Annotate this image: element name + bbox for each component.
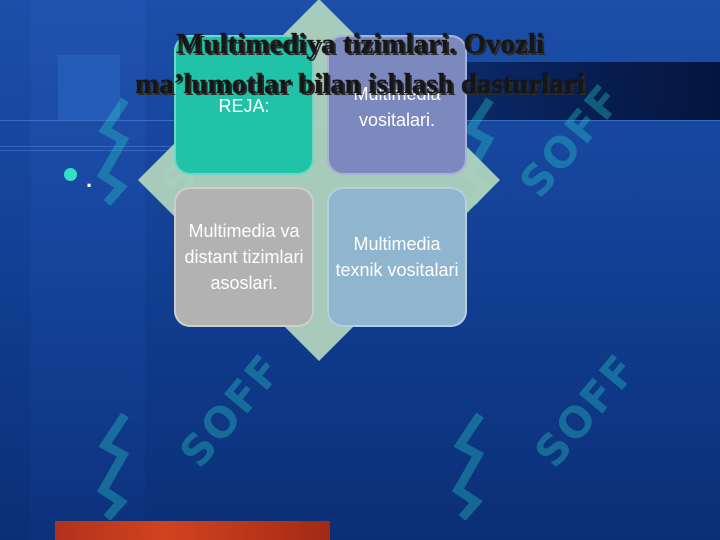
- slide-title-line: ma’lumotlar bilan ishlash dasturlari: [135, 68, 585, 100]
- diagram-box-texnik-vositalari: Multimedia texnik vositalari: [327, 187, 467, 327]
- slide-title: Multimediya tizimlari. Ovozli ma’lumotla…: [60, 24, 660, 104]
- diagram-box-label: Multimedia vositalari.: [353, 84, 441, 130]
- diagram-box-multimedia-vositalari: Multimedia vositalari.: [327, 35, 467, 175]
- bottom-accent-bar: [55, 521, 330, 540]
- bullet-icon: [64, 168, 77, 181]
- diagram-box-label: REJA:: [218, 96, 270, 116]
- background-rule-line: [0, 150, 200, 151]
- watermark-logo-icon: [452, 412, 485, 520]
- bullet-text: .: [86, 167, 93, 192]
- watermark-logo-icon: [97, 412, 130, 520]
- diagram-box-reja: REJA:: [174, 35, 314, 175]
- watermark-text: SOFF: [525, 344, 647, 477]
- diagram-box-label: Multimedia va distant tizimlari asoslari…: [184, 221, 304, 293]
- watermark-text: SOFF: [170, 344, 292, 477]
- background-accent-square: [58, 55, 120, 120]
- background-rule-line: [0, 146, 200, 147]
- background-dark-bar: [440, 62, 720, 120]
- watermark-logo-icon: [97, 97, 130, 205]
- slide-title-line: Multimediya tizimlari. Ovozli: [175, 28, 545, 60]
- diagram-box-distant-tizimlari: Multimedia va distant tizimlari asoslari…: [174, 187, 314, 327]
- diagram-box-label: Multimedia texnik vositalari: [335, 234, 459, 280]
